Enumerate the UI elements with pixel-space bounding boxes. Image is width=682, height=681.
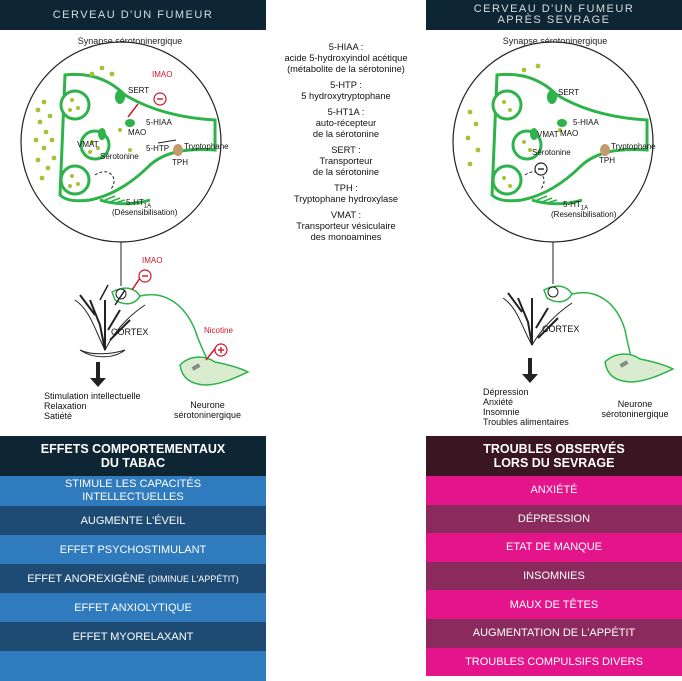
right-effects-list: Dépression Anxiété Insomnie Troubles ali… xyxy=(483,387,569,427)
definition-5hiaa: 5-HIAA : acide 5-hydroxyindol acétique (… xyxy=(284,42,408,74)
definition-tph: TPH : Tryptophane hydroxylase xyxy=(293,183,399,204)
right-hiaa-label: 5-HIAA xyxy=(573,118,599,127)
left-htp-label: 5-HTP xyxy=(146,144,170,153)
definition-5htp: 5-HTP : 5 hydroxytryptophane xyxy=(301,80,391,101)
left-item-anxiolytique: Effet anxiolytique xyxy=(0,593,266,622)
right-item-insomnies: Insomnies xyxy=(426,561,682,591)
right-receptor-state: (Resensibilisation) xyxy=(551,210,617,219)
right-panel-title: Troubles observéslors du sevrage xyxy=(426,436,682,476)
left-item-psychostimulant: Effet psychostimulant xyxy=(0,535,266,564)
right-cortex-label: CORTEX xyxy=(542,324,580,334)
diagram-graphics xyxy=(20,41,675,387)
right-item-maux: Maux de têtes xyxy=(426,590,682,619)
right-synapse-circle xyxy=(452,41,654,243)
left-effects-list: Stimulation intellectuelle Relaxation Sa… xyxy=(44,391,141,421)
left-tph-label: TPH xyxy=(172,158,188,167)
definition-vmat: VMAT : Transporteur vésiculaire des mono… xyxy=(296,210,396,242)
left-sert-label: SERT xyxy=(128,86,150,95)
right-neuron-label: Neurone sérotoninergique xyxy=(601,399,669,419)
right-synapse-title: Synapse sérotoninergique xyxy=(502,36,608,46)
right-item-appetit: Augmentation de l'appétit xyxy=(426,618,682,648)
left-serotonine-label: Sérotonine xyxy=(100,152,139,161)
right-item-anxiete: Anxiété xyxy=(426,476,682,505)
right-item-compulsifs: Troubles compulsifs divers xyxy=(426,647,682,677)
left-panel-filler xyxy=(0,651,266,681)
right-item-manque: Etat de manque xyxy=(426,533,682,562)
left-item-myorelaxant: Effet myorelaxant xyxy=(0,622,266,651)
left-panel-title: Effets comportementauxdu tabac xyxy=(0,436,266,476)
right-tph-label: TPH xyxy=(599,156,615,165)
right-vmat-label: VMAT xyxy=(537,130,559,139)
left-neuron-label: Neurone sérotoninergique xyxy=(173,400,242,420)
definition-5ht1a: 5-HT1A : auto-récepteur de la sérotonine xyxy=(312,107,380,139)
definitions: 5-HIAA : acide 5-hydroxyindol acétique (… xyxy=(266,42,426,243)
right-neuron-diagram xyxy=(502,242,675,383)
right-mao-label: MAO xyxy=(560,129,579,138)
left-imao-label: IMAO xyxy=(152,70,173,79)
left-effects-panel: Effets comportementauxdu tabac Stimule l… xyxy=(0,436,266,681)
definition-sert: SERT : Transporteur de la sérotonine xyxy=(312,145,380,177)
right-serotonine-label: Sérotonine xyxy=(532,148,571,157)
left-cortex-label: CORTEX xyxy=(111,327,149,337)
left-item-eveil: Augmente l'éveil xyxy=(0,506,266,535)
right-symptoms-panel: Troubles observéslors du sevrage Anxiété… xyxy=(426,436,682,677)
right-sert-label: SERT xyxy=(558,88,580,97)
left-mao-label: MAO xyxy=(128,128,147,137)
left-neuron-diagram xyxy=(74,242,250,387)
left-imao2-label: IMAO xyxy=(142,256,163,265)
left-nicotine-label: Nicotine xyxy=(204,326,233,335)
left-item-anorexigene: Effet anorexigène (diminue l'appétit) xyxy=(0,564,266,593)
right-item-depression: Dépression xyxy=(426,504,682,534)
left-hiaa-label: 5-HIAA xyxy=(146,118,172,127)
left-header: Cerveau d'un fumeur xyxy=(0,0,266,30)
right-receptor-label: 5-HT1A xyxy=(563,200,589,212)
left-item-capacites: Stimule les capacitésintellectuelles xyxy=(0,476,266,506)
left-vmat-label: VMAT xyxy=(77,140,99,149)
left-tryptophane-label: Tryptophane xyxy=(184,142,229,151)
left-receptor-state: (Désensibilisation) xyxy=(112,208,178,217)
left-synapse-title: Synapse sérotoninergique xyxy=(77,36,183,46)
right-tryptophane-label: Tryptophane xyxy=(611,142,656,151)
left-receptor-label: 5-HT1A xyxy=(126,198,152,210)
left-synapse-circle xyxy=(20,41,222,243)
right-header: Cerveau d'un fumeur après sevrage xyxy=(426,0,682,30)
